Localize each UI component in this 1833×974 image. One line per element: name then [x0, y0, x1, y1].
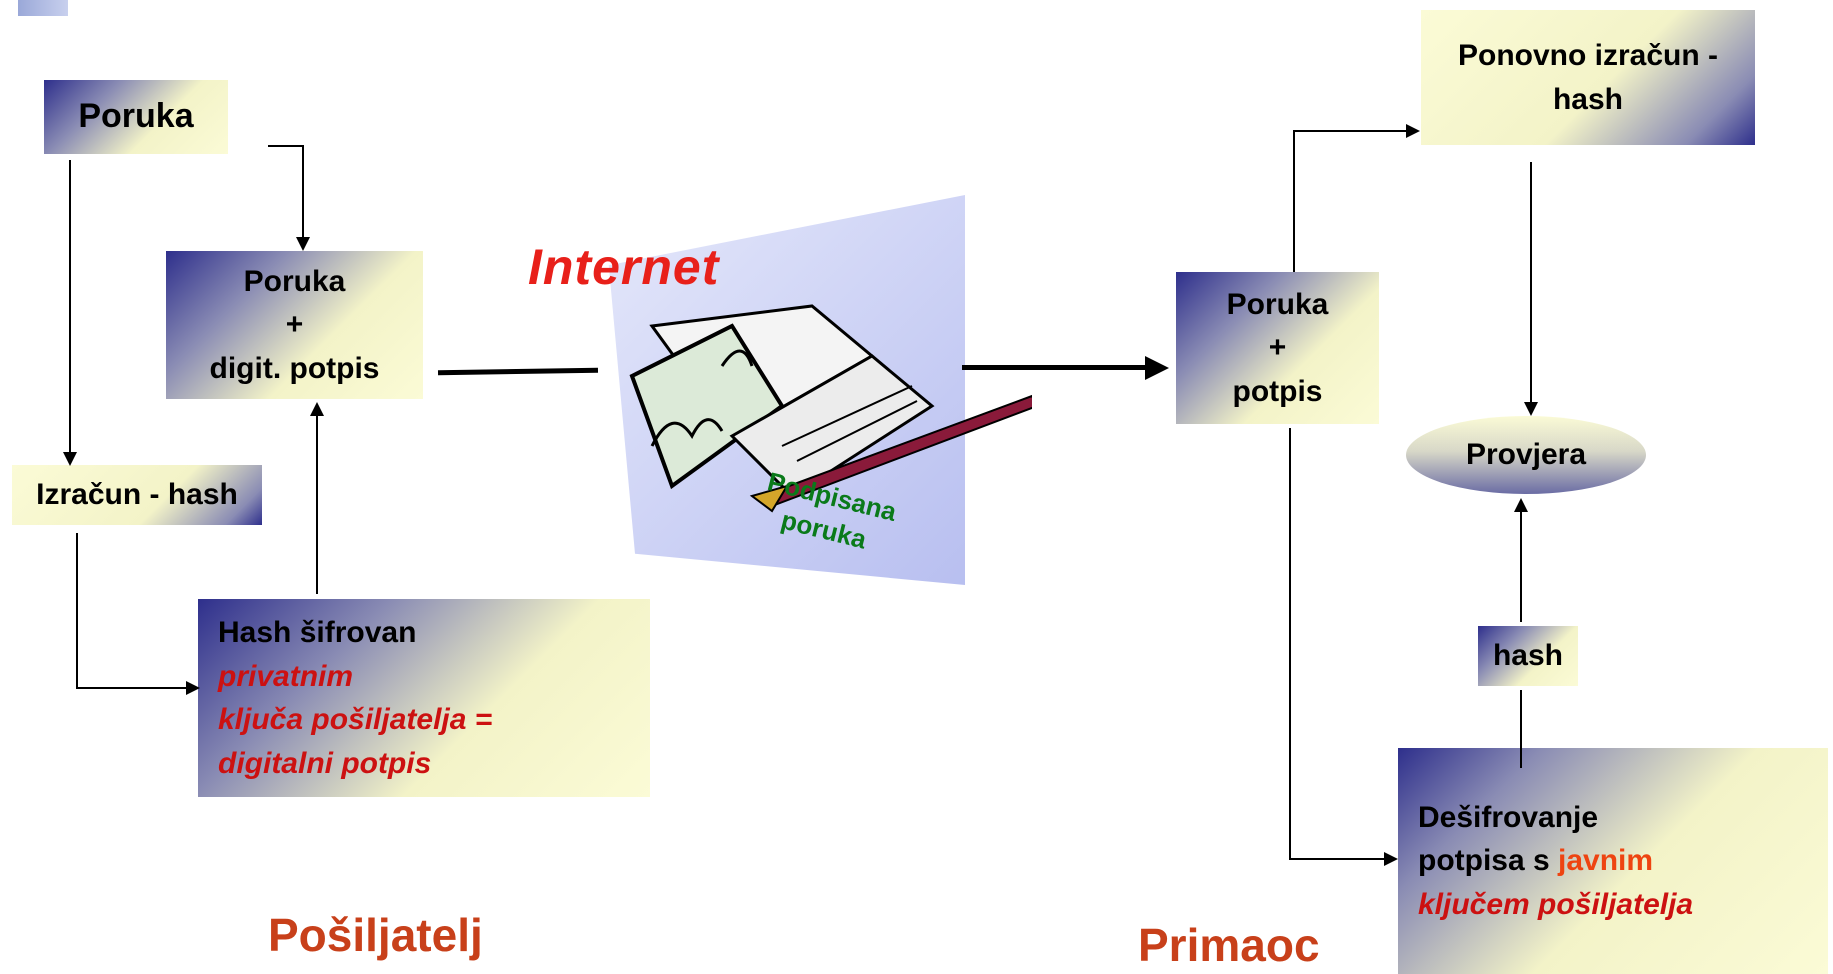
arrow-to-verify-up: [1514, 498, 1528, 512]
hash-calc-box: Izračun - hash: [12, 465, 262, 525]
connector-internet-out: [962, 365, 1147, 370]
connector-received-right-bottom: [1289, 858, 1385, 860]
received-hash-label: hash: [1492, 639, 1564, 673]
recalc-line2: hash: [1552, 82, 1624, 116]
hash-calc-label: Izračun - hash: [36, 478, 238, 512]
decrypt-box: Dešifrovanje potpisa s javnim ključem po…: [1398, 748, 1828, 974]
decrypt-line2a: potpisa s: [1418, 844, 1559, 878]
corner-decoration: [18, 0, 68, 16]
arrow-to-recalc: [1406, 124, 1420, 138]
encrypted-line3: ključa pošiljatelja =: [218, 703, 493, 736]
received-line1: Poruka: [1226, 287, 1329, 321]
received-hash-box: hash: [1478, 626, 1578, 686]
decrypt-line3: ključem pošiljatelja: [1418, 887, 1694, 921]
arrow-to-sigbox: [296, 237, 310, 251]
received-line3: potpis: [1232, 374, 1323, 408]
connector-received-right-top: [1293, 130, 1408, 132]
recalc-hash-box: Ponovno izračun - hash: [1421, 10, 1755, 145]
message-box: Poruka: [44, 80, 228, 154]
message-sig-line2: +: [285, 308, 304, 342]
message-label: Poruka: [78, 97, 194, 136]
connector-recalc-down: [1530, 162, 1532, 402]
received-message-box: Poruka + potpis: [1176, 272, 1379, 424]
decrypt-line2: potpisa s javnim: [1418, 839, 1653, 883]
connector-message-right: [268, 145, 303, 147]
arrow-to-receiver: [1145, 356, 1169, 380]
decrypt-line1: Dešifrovanje: [1418, 800, 1599, 834]
decrypt-line2b: javnim: [1558, 844, 1654, 878]
arrow-to-hash-calc: [63, 452, 77, 466]
receiver-label: Primaoc: [1138, 919, 1320, 971]
connector-decrypt-up: [1520, 690, 1522, 768]
encrypted-line4: digitalni potpis: [218, 746, 432, 780]
encrypted-line2: privatnim: [218, 659, 354, 693]
arrow-to-verify: [1524, 402, 1538, 416]
connector-received-up: [1293, 130, 1295, 272]
connector-to-sigbox: [302, 145, 304, 238]
connector-hash-to-verify: [1520, 512, 1522, 622]
connector-hash-right: [76, 687, 186, 689]
message-sig-line1: Poruka: [243, 264, 346, 298]
connector-hash-down: [76, 533, 78, 688]
message-signature-box: Poruka + digit. potpis: [166, 251, 423, 399]
connector-to-internet: [437, 367, 599, 376]
signed-document-illustration: [629, 304, 1032, 513]
internet-title: Internet: [528, 239, 720, 295]
encrypted-hash-box: Hash šifrovan privatnim ključa pošiljate…: [198, 599, 650, 797]
connector-encrypted-up: [316, 416, 318, 594]
received-line2: +: [1268, 331, 1287, 365]
connector-message-down: [69, 160, 71, 452]
verify-label: Provjera: [1465, 438, 1587, 471]
arrow-to-encrypted: [186, 681, 200, 695]
arrow-to-sigbox-up: [310, 402, 324, 416]
encrypted-line1: Hash šifrovan: [218, 616, 417, 649]
arrow-to-decrypt: [1384, 852, 1398, 866]
connector-received-down: [1289, 428, 1291, 858]
message-sig-line3: digit. potpis: [209, 351, 380, 385]
sender-label: Pošiljatelj: [268, 909, 483, 961]
recalc-line1: Ponovno izračun -: [1457, 39, 1718, 72]
verify-oval: Provjera: [1406, 416, 1646, 494]
